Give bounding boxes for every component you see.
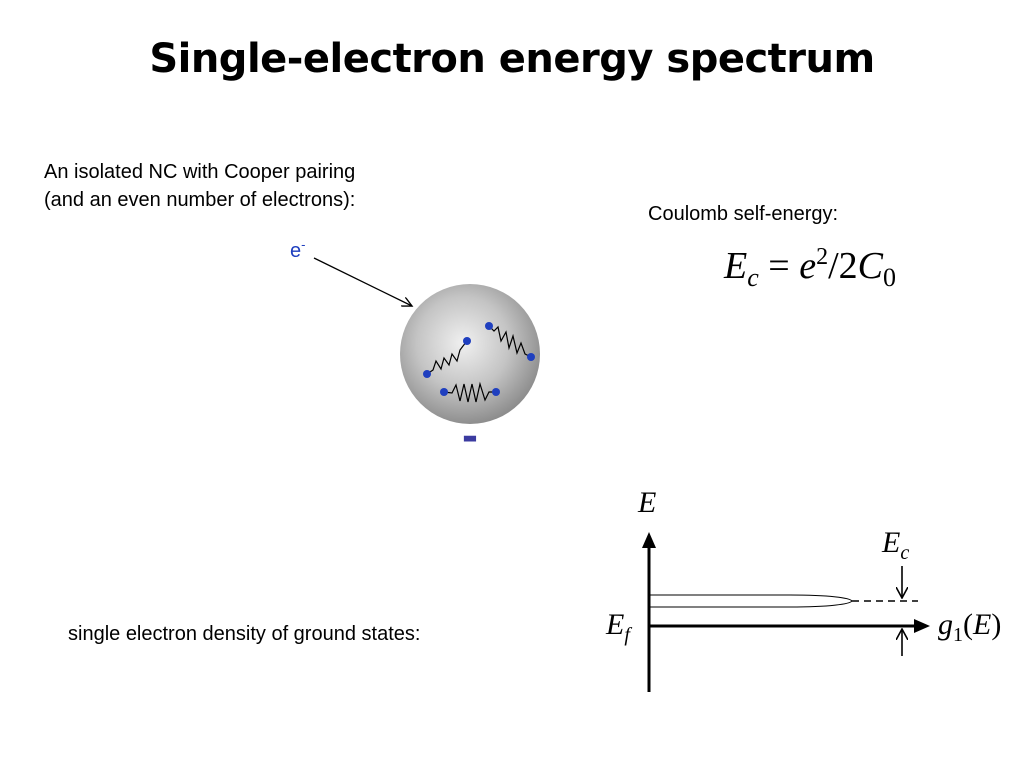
g-label-sub: 1	[953, 624, 963, 646]
formula-equals: =	[758, 245, 800, 287]
cooper-spring-2	[488, 325, 532, 358]
formula-E: E	[724, 245, 748, 287]
g-label-main: g	[938, 608, 953, 641]
cooper-pair-2	[485, 322, 535, 361]
ef-label-main: E	[606, 608, 625, 641]
electron-dot	[440, 388, 448, 396]
formula-sub-c: c	[747, 263, 759, 292]
charge-sign: -	[462, 409, 478, 462]
cooper-pair-3	[440, 381, 500, 403]
electron-dot	[485, 322, 493, 330]
electron-arrow	[313, 257, 412, 306]
intro-text: An isolated NC with Cooper pairing (and …	[44, 158, 355, 214]
electron-label: e-	[290, 237, 306, 263]
electron-dot	[492, 388, 500, 396]
electron-label-sup: -	[301, 237, 306, 252]
intro-line-2: (and an even number of electrons):	[44, 189, 356, 211]
g-label-close: )	[991, 608, 1002, 641]
cooper-spring-3	[443, 381, 496, 403]
formula-slash: /2	[828, 245, 858, 287]
energy-axis-label: E	[638, 486, 657, 519]
formula-e: e	[799, 245, 817, 287]
slide-title: Single-electron energy spectrum	[149, 36, 875, 82]
electron-dot	[463, 337, 471, 345]
coulomb-formula: Ec = e2/2C0	[724, 244, 896, 291]
formula-C: C	[857, 245, 883, 287]
density-peak	[650, 594, 853, 608]
density-label: single electron density of ground states…	[68, 623, 421, 645]
formula-power: 2	[816, 244, 829, 270]
cooper-pair-1	[423, 337, 471, 378]
ec-label-sub: c	[900, 542, 910, 564]
electron-label-base: e	[290, 240, 302, 262]
electron-dot	[527, 353, 535, 361]
ef-label-sub: f	[624, 624, 630, 646]
cooper-spring-1	[426, 340, 468, 375]
ec-label-main: E	[882, 526, 901, 559]
g-label-open: (	[963, 608, 973, 641]
density-axis-label: g1(E)	[938, 608, 1002, 645]
nanocrystal-sphere	[400, 284, 540, 424]
ec-label: Ec	[882, 526, 909, 563]
electron-dot	[423, 370, 431, 378]
ef-label: Ef	[606, 608, 630, 645]
g-label-arg: E	[973, 608, 992, 641]
intro-line-1: An isolated NC with Cooper pairing	[44, 161, 356, 183]
formula-sub-0: 0	[883, 263, 896, 292]
coulomb-label: Coulomb self-energy:	[648, 203, 839, 225]
